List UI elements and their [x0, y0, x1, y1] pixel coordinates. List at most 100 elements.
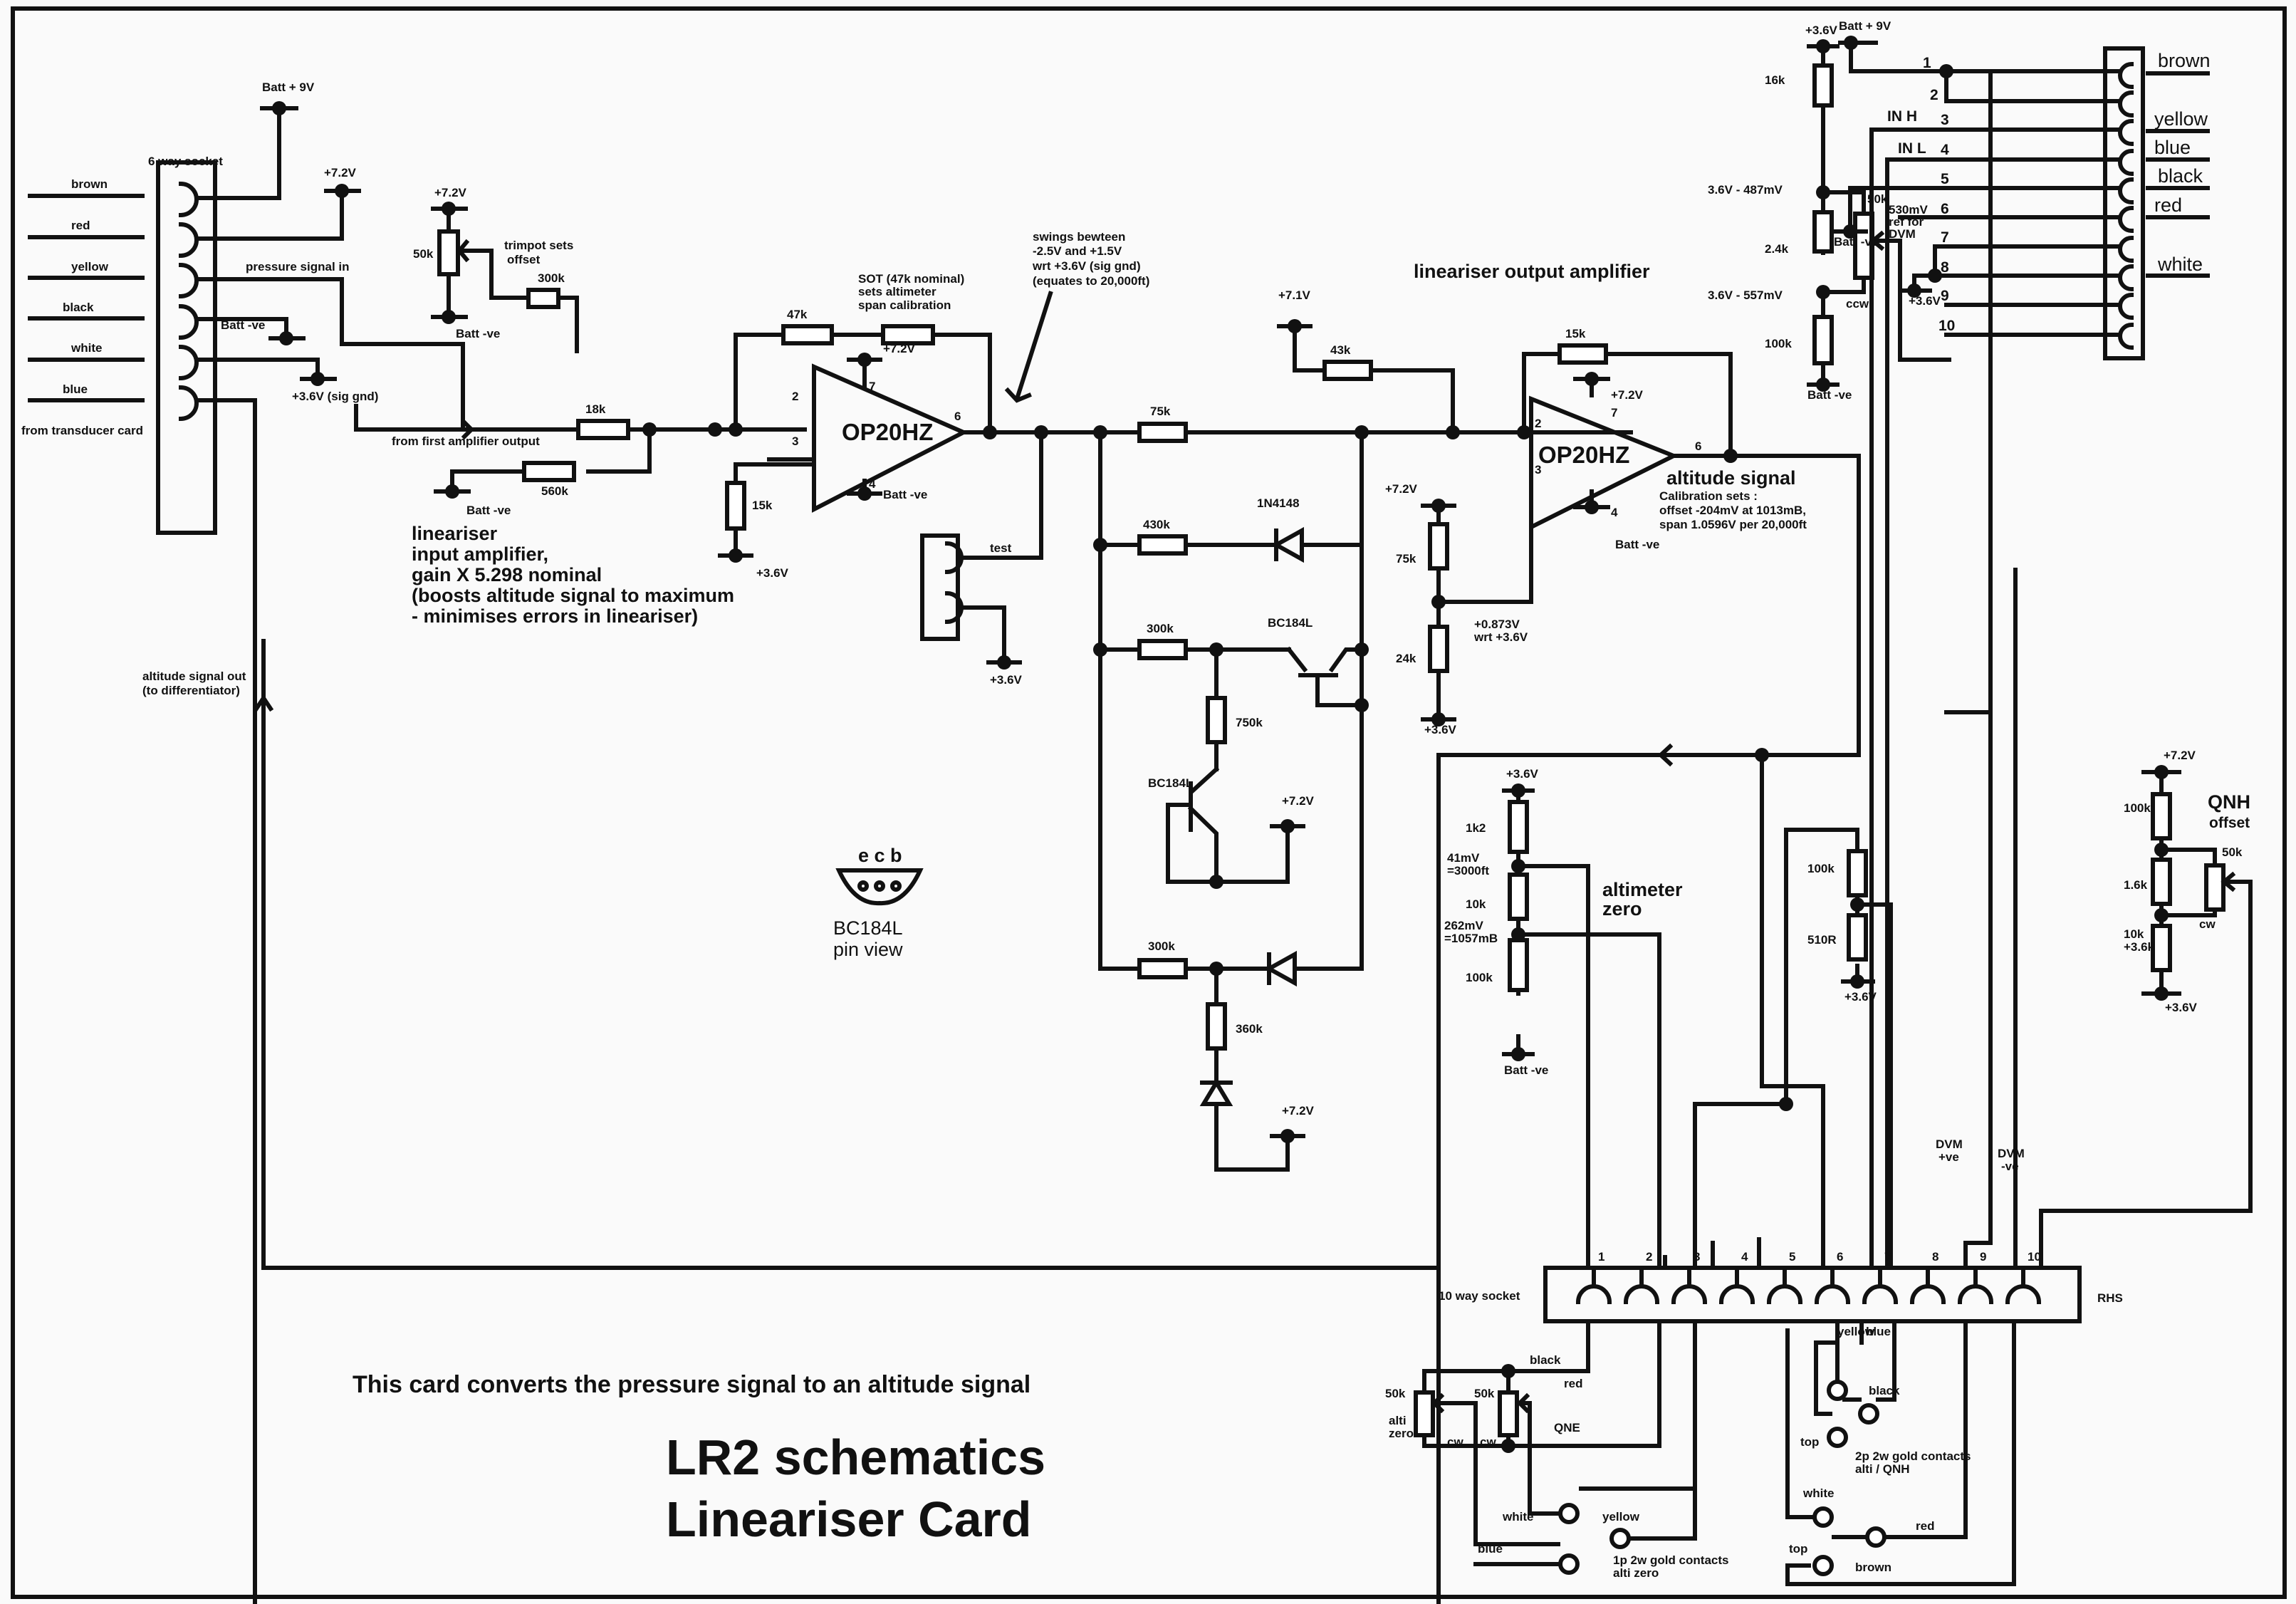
alt-zero-ground: Batt -ve: [1504, 1063, 1548, 1077]
lineariser-network: 75k 430k 1N4148 300k BC184L 750k BC184L …: [1093, 405, 1369, 1172]
altimeter-zero: +3.6V 1k2 41mV =3000ft 10k 262mV =1057mB…: [1444, 753, 1893, 1270]
dvm-tap1: 3.6V - 487mV: [1708, 183, 1783, 197]
trimpot-ground: Batt -ve: [456, 327, 500, 340]
right-batt9v: Batt + 9V: [1839, 19, 1891, 33]
transistor-2-label: BC184L: [1148, 776, 1193, 790]
swing-note-4: (equates to 20,000ft): [1033, 274, 1149, 288]
dvm-neg-1: DVM: [1998, 1147, 2025, 1160]
sw2-top-2: top: [1789, 1542, 1807, 1556]
alt-zero-label-1: altimeter: [1602, 879, 1683, 900]
diode-3-supply: +7.2V: [1282, 1104, 1315, 1118]
dvm-pos-1: DVM: [1936, 1137, 1963, 1151]
qnh-r3-2: +3.6k: [2124, 940, 2155, 954]
sw2-white: white: [1802, 1486, 1834, 1500]
trimpot-50k: [437, 229, 460, 276]
diode-1n4148: [1271, 526, 1304, 563]
out-note-1: altitude signal out: [142, 670, 246, 683]
bc184l-pinout: e c b BC184L pin view: [833, 845, 924, 960]
title-line-2: Lineariser Card: [666, 1491, 1032, 1547]
sw2-brown: brown: [1855, 1561, 1891, 1574]
pot1-label-1: alti: [1389, 1414, 1407, 1427]
wire-label-blue: blue: [63, 382, 88, 396]
opamp-1-pin2: 2: [792, 390, 798, 403]
swing-note-3: wrt +3.6V (sig gnd): [1032, 259, 1141, 273]
sw2-label-1: 2p 2w gold contacts: [1855, 1449, 1971, 1463]
sw2-yellow: yellow: [1837, 1325, 1875, 1338]
div-note-2: wrt +3.6V: [1473, 630, 1528, 644]
dvm-ccw: ccw: [1846, 297, 1869, 311]
sot-note-2: sets altimeter: [858, 285, 936, 298]
right-socket: Batt + 9V 1 2 3 4 5 6 7 8 9 10 IN H IN L…: [1834, 19, 2211, 1266]
six-way-socket: 6 way socket brown red yellow black whit…: [21, 80, 465, 1604]
ten-way-label: 10 way socket: [1439, 1289, 1520, 1303]
trimpot-supply: +7.2V: [434, 186, 467, 199]
calibration-1: Calibration sets :: [1659, 489, 1758, 503]
r-510r-label: 510R: [1807, 933, 1837, 947]
test-label: test: [990, 541, 1012, 555]
right-pin-6: 6: [1941, 201, 1949, 217]
wire-label-brown: brown: [71, 177, 108, 191]
right-pin-3: 3: [1941, 112, 1949, 128]
input-amp-desc-2: input amplifier,: [412, 543, 548, 565]
sw1-red: red: [1564, 1377, 1582, 1390]
socket-pin-label: 10: [2028, 1250, 2041, 1264]
right-pin-4: 4: [1941, 142, 1949, 158]
socket-pin-label: 8: [1932, 1250, 1938, 1264]
opamp-1: [812, 363, 969, 513]
qnh-label-2: offset: [2209, 815, 2250, 831]
socket-pin-label: 5: [1789, 1250, 1795, 1264]
opamp-2-ground: Batt -ve: [1615, 538, 1659, 551]
opamp-1-label: OP20HZ: [842, 419, 933, 445]
sw1-black: black: [1530, 1353, 1561, 1367]
pinout-view: pin view: [833, 939, 903, 960]
r-300k-label: 300k: [538, 271, 565, 285]
pressure-signal-label: pressure signal in: [246, 260, 350, 274]
r-100k-b-label: 100k: [1807, 862, 1835, 875]
wire-label-black: black: [63, 301, 94, 314]
test-ref: +3.6V: [990, 673, 1023, 687]
right-pin-9: 9: [1941, 288, 1949, 304]
socket-contact: [1909, 1284, 1946, 1305]
right-pin-2: 2: [1930, 87, 1938, 103]
right-ref: +3.6V: [1909, 294, 1941, 308]
dvm-neg-2: -ve: [2001, 1160, 2019, 1173]
input-amp-desc-5: - minimises errors in lineariser): [412, 605, 698, 627]
title-block: This card converts the pressure signal t…: [353, 1371, 1045, 1547]
qnh-cw: cw: [2199, 917, 2216, 931]
title-line-1: LR2 schematics: [666, 1429, 1045, 1485]
right-wire-blue: blue: [2154, 137, 2191, 158]
opamp-1-pin4: 4: [869, 477, 876, 491]
calibration-3: span 1.0596V per 20,000ft: [1659, 518, 1807, 531]
right-wire-white: white: [2157, 254, 2203, 275]
div-ref: +3.6V: [1424, 723, 1457, 736]
sw1-yellow: yellow: [1602, 1510, 1640, 1524]
opamp-1-pin7: 7: [869, 380, 875, 393]
trimpot-note-1: trimpot sets: [504, 239, 573, 252]
pot1-cw: cw: [1447, 1435, 1463, 1449]
sw1-label-1: 1p 2w gold contacts: [1613, 1553, 1728, 1567]
batt-ve-label-left: Batt -ve: [221, 318, 265, 332]
input-amp-desc-3: gain X 5.298 nominal: [412, 564, 602, 585]
dvm-pot-note-1: 530mV: [1889, 203, 1928, 217]
sw2-label-2: alti / QNH: [1855, 1462, 1910, 1476]
qnh-pot: 50k: [2222, 845, 2243, 859]
swing-note-2: -2.5V and +1.5V: [1033, 244, 1122, 258]
socket-contact: [1623, 1284, 1660, 1305]
output-amp-label: lineariser output amplifier: [1414, 261, 1650, 282]
qnh-r1: 100k: [2124, 801, 2151, 815]
pot1-label-2: zero: [1389, 1427, 1414, 1440]
r-47k-label: 47k: [787, 308, 808, 321]
input-amplifier: +7.2V 50k Batt -ve trimpot sets offset 3…: [354, 186, 1377, 627]
r-15k-fb-label: 15k: [1565, 327, 1586, 340]
trimpot-value: 50k: [413, 247, 434, 261]
diode-3: [1199, 1078, 1233, 1106]
opamp-1-supply: +7.2V: [883, 342, 916, 355]
socket-pin-label: 4: [1741, 1250, 1748, 1264]
dvm-pos-2: +ve: [1938, 1150, 1959, 1164]
alt-zero-supply: +3.6V: [1506, 767, 1539, 781]
wire-label-red: red: [71, 219, 90, 232]
pot2-cw: cw: [1480, 1435, 1496, 1449]
in-l-label: IN L: [1898, 140, 1926, 157]
r-75k-div-label: 75k: [1396, 552, 1416, 566]
socket-contact: [1671, 1284, 1708, 1305]
